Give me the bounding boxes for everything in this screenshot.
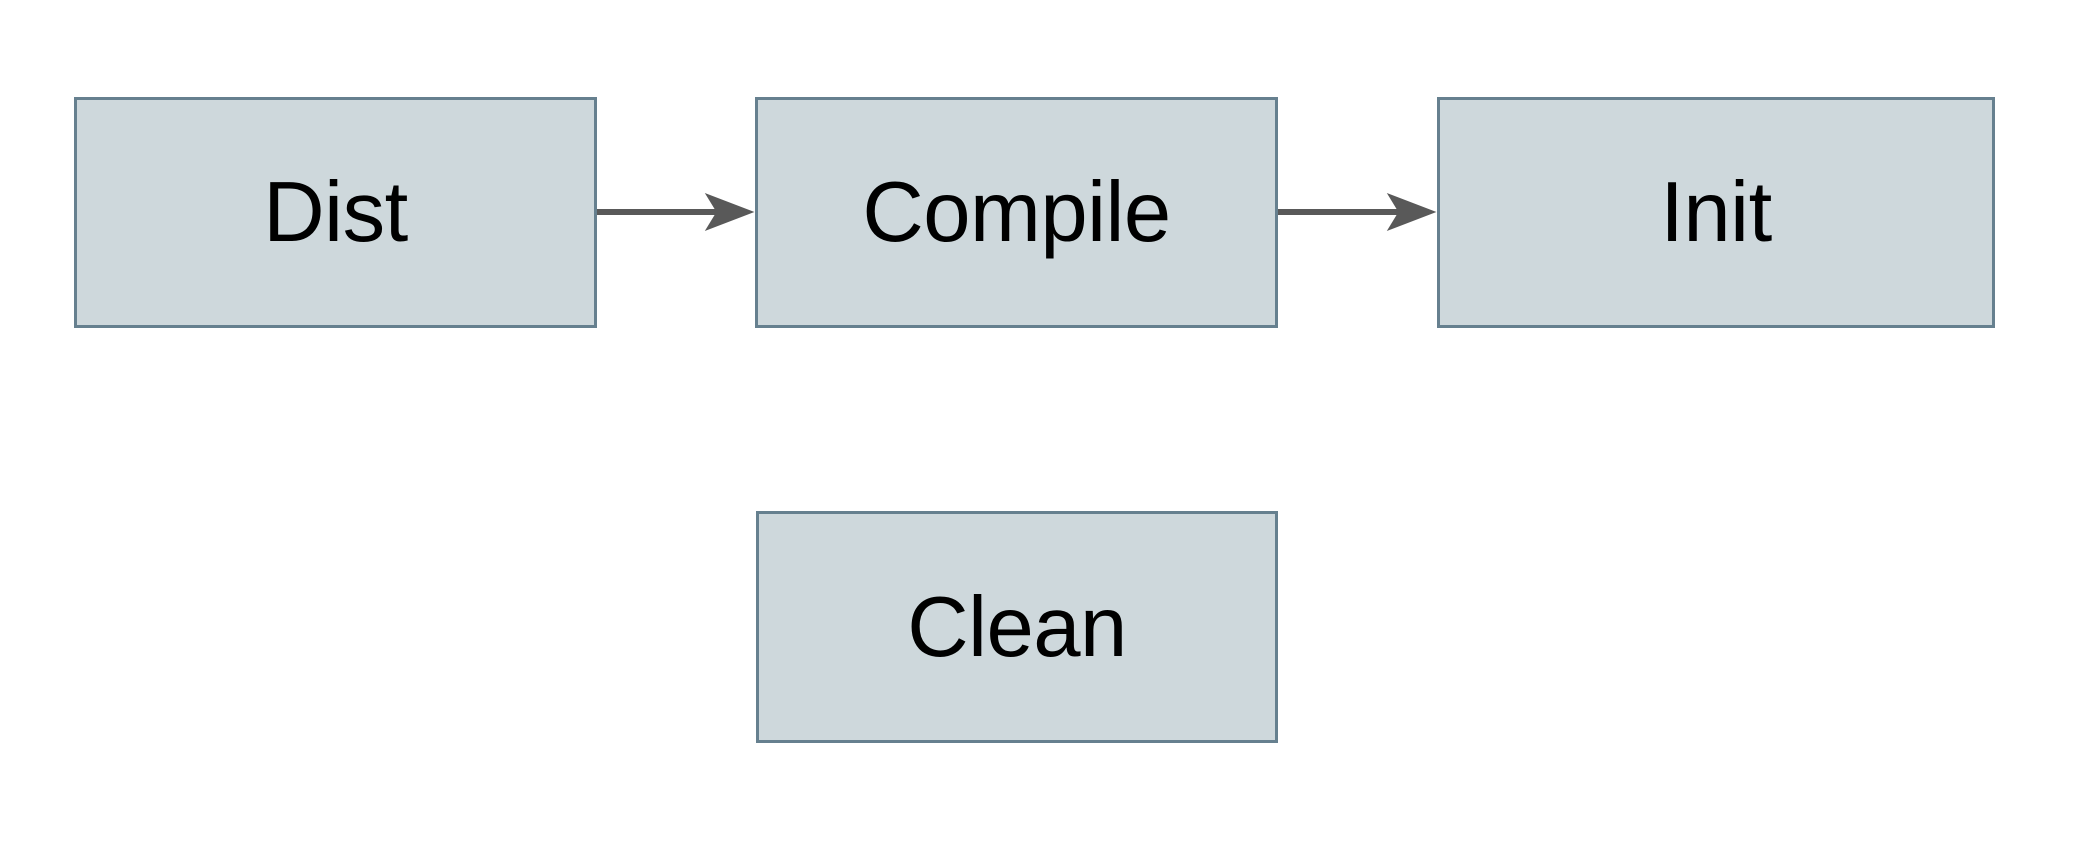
node-label-compile: Compile — [862, 165, 1171, 260]
node-init[interactable]: Init — [1437, 97, 1995, 328]
edge-dist-to-compile[interactable] — [590, 190, 770, 240]
node-dist[interactable]: Dist — [74, 97, 597, 328]
arrowhead-icon — [704, 193, 755, 231]
node-clean[interactable]: Clean — [756, 511, 1278, 743]
node-compile[interactable]: Compile — [755, 97, 1278, 328]
edge-compile-to-init[interactable] — [1271, 190, 1451, 240]
node-label-clean: Clean — [907, 579, 1127, 675]
node-label-init: Init — [1660, 165, 1772, 260]
node-label-dist: Dist — [263, 165, 408, 260]
arrowhead-icon — [1386, 193, 1437, 231]
